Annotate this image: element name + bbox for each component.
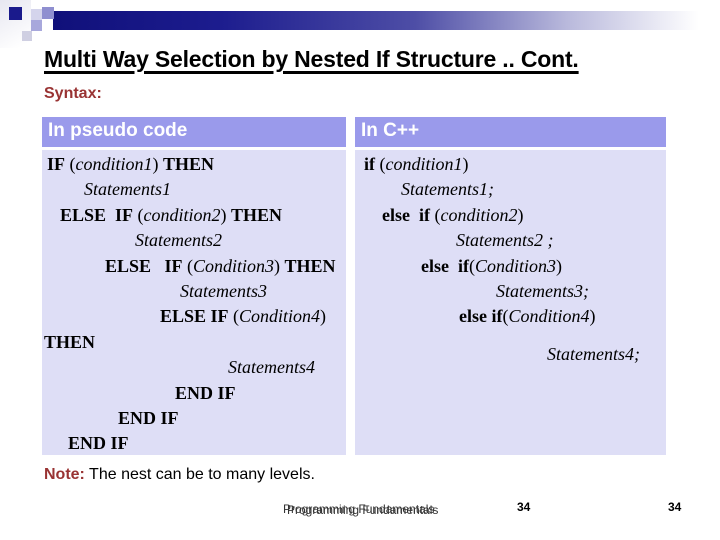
deco-square-pale <box>31 9 42 20</box>
code-line: Statements3 <box>42 279 346 304</box>
code-segment: Condition3 <box>193 255 275 276</box>
code-segment: END IF <box>118 408 179 429</box>
code-segment: Statements1; <box>401 179 494 200</box>
code-line: else if(Condition4) <box>355 304 666 329</box>
code-segment: ELSE IF <box>160 306 229 327</box>
note-text: The nest can be to many levels. <box>84 466 315 483</box>
code-segment: Statements2 ; <box>456 230 554 251</box>
code-line: Statements2 <box>42 228 346 253</box>
code-segment: ELSE IF <box>105 255 183 276</box>
note-line: Note: The nest can be to many levels. <box>44 466 315 484</box>
code-line: Statements4; <box>355 342 666 367</box>
code-segment: Statements2 <box>135 230 222 251</box>
code-segment: Statements4 <box>228 357 315 378</box>
code-segment: else if <box>459 306 503 327</box>
code-segment: condition1 <box>75 154 153 174</box>
gradient-bar-decoration <box>53 11 712 30</box>
code-segment: if <box>364 154 375 174</box>
page-number: 34 <box>517 500 531 514</box>
code-segment: THEN <box>163 154 215 174</box>
page-number-right: 34 <box>668 500 682 514</box>
code-line: THEN <box>42 330 346 355</box>
code-line: END IF <box>42 431 346 455</box>
code-segment: ) <box>556 255 562 276</box>
code-segment: Statements3 <box>180 281 267 302</box>
code-segment: ) <box>517 204 524 225</box>
code-segment: END IF <box>68 433 129 454</box>
code-segment: ) <box>274 255 285 276</box>
header-cell-pseudo-code: In pseudo code <box>42 117 346 147</box>
code-segment: END IF <box>175 382 236 403</box>
code-line: END IF <box>42 406 346 431</box>
code-segment: Statements4; <box>547 343 640 364</box>
code-segment: ) <box>152 154 163 174</box>
code-line: ELSE IF (Condition4) <box>42 304 346 329</box>
code-segment: Statements1 <box>84 179 171 200</box>
code-segment: ( <box>429 204 441 225</box>
slide-title: Multi Way Selection by Nested If Structu… <box>44 46 579 72</box>
code-segment: else if <box>382 204 430 225</box>
code-segment: ) <box>220 204 232 225</box>
code-segment: ELSE IF <box>60 204 134 225</box>
code-segment: condition2 <box>440 204 518 225</box>
code-segment: Condition3 <box>474 255 556 276</box>
deco-square-periwinkle <box>42 7 54 19</box>
code-segment: ( <box>502 306 509 327</box>
code-segment: THEN <box>231 204 283 225</box>
code-line: END IF <box>42 381 346 406</box>
code-segment: ( <box>133 204 144 225</box>
code-line: Statements1; <box>355 177 666 202</box>
code-segment: Condition4 <box>508 306 590 327</box>
code-segment: ) <box>462 154 469 174</box>
code-segment: ( <box>468 255 475 276</box>
deco-square-lavender <box>31 20 42 31</box>
code-line: if (condition1) <box>355 152 666 177</box>
code-segment: Statements3; <box>496 281 589 302</box>
code-segment: ( <box>375 154 386 174</box>
footer-title: Programming Fundamentals <box>283 502 435 516</box>
code-segment: ( <box>182 255 194 276</box>
code-segment: Condition4 <box>239 306 321 327</box>
code-line: Statements4 <box>42 355 346 380</box>
footer-title-shadow: Programming Fundamentals <box>287 503 439 517</box>
syntax-table: In pseudo code In C++ IF (condition1) TH… <box>42 117 666 455</box>
code-line: else if (condition2) <box>355 203 666 228</box>
cpp-code-cell: if (condition1)Statements1;else if (cond… <box>355 150 666 455</box>
code-segment: condition2 <box>143 204 221 225</box>
code-line: IF (condition1) THEN <box>42 152 346 177</box>
deco-square-gray <box>22 31 32 41</box>
code-line: Statements3; <box>355 279 666 304</box>
code-line: ELSE IF (Condition3) THEN <box>42 254 346 279</box>
code-line: else if(Condition3) <box>355 254 666 279</box>
code-segment: THEN <box>44 331 96 352</box>
code-segment: ) <box>320 306 327 327</box>
code-segment: ( <box>228 306 240 327</box>
note-label: Note: <box>44 466 85 483</box>
code-segment: IF <box>47 154 65 174</box>
code-segment: else if <box>421 255 469 276</box>
code-segment: THEN <box>284 255 336 276</box>
code-segment: condition1 <box>385 154 463 174</box>
code-line: ELSE IF (condition2) THEN <box>42 203 346 228</box>
syntax-label: Syntax: <box>44 85 102 102</box>
code-line: Statements1 <box>42 177 346 202</box>
header-cell-cpp: In C++ <box>355 117 666 147</box>
code-segment: ) <box>589 306 596 327</box>
code-line: Statements2 ; <box>355 228 666 253</box>
deco-square-navy <box>9 7 22 20</box>
table-header-row: In pseudo code In C++ <box>42 117 666 147</box>
code-segment: ( <box>65 154 76 174</box>
